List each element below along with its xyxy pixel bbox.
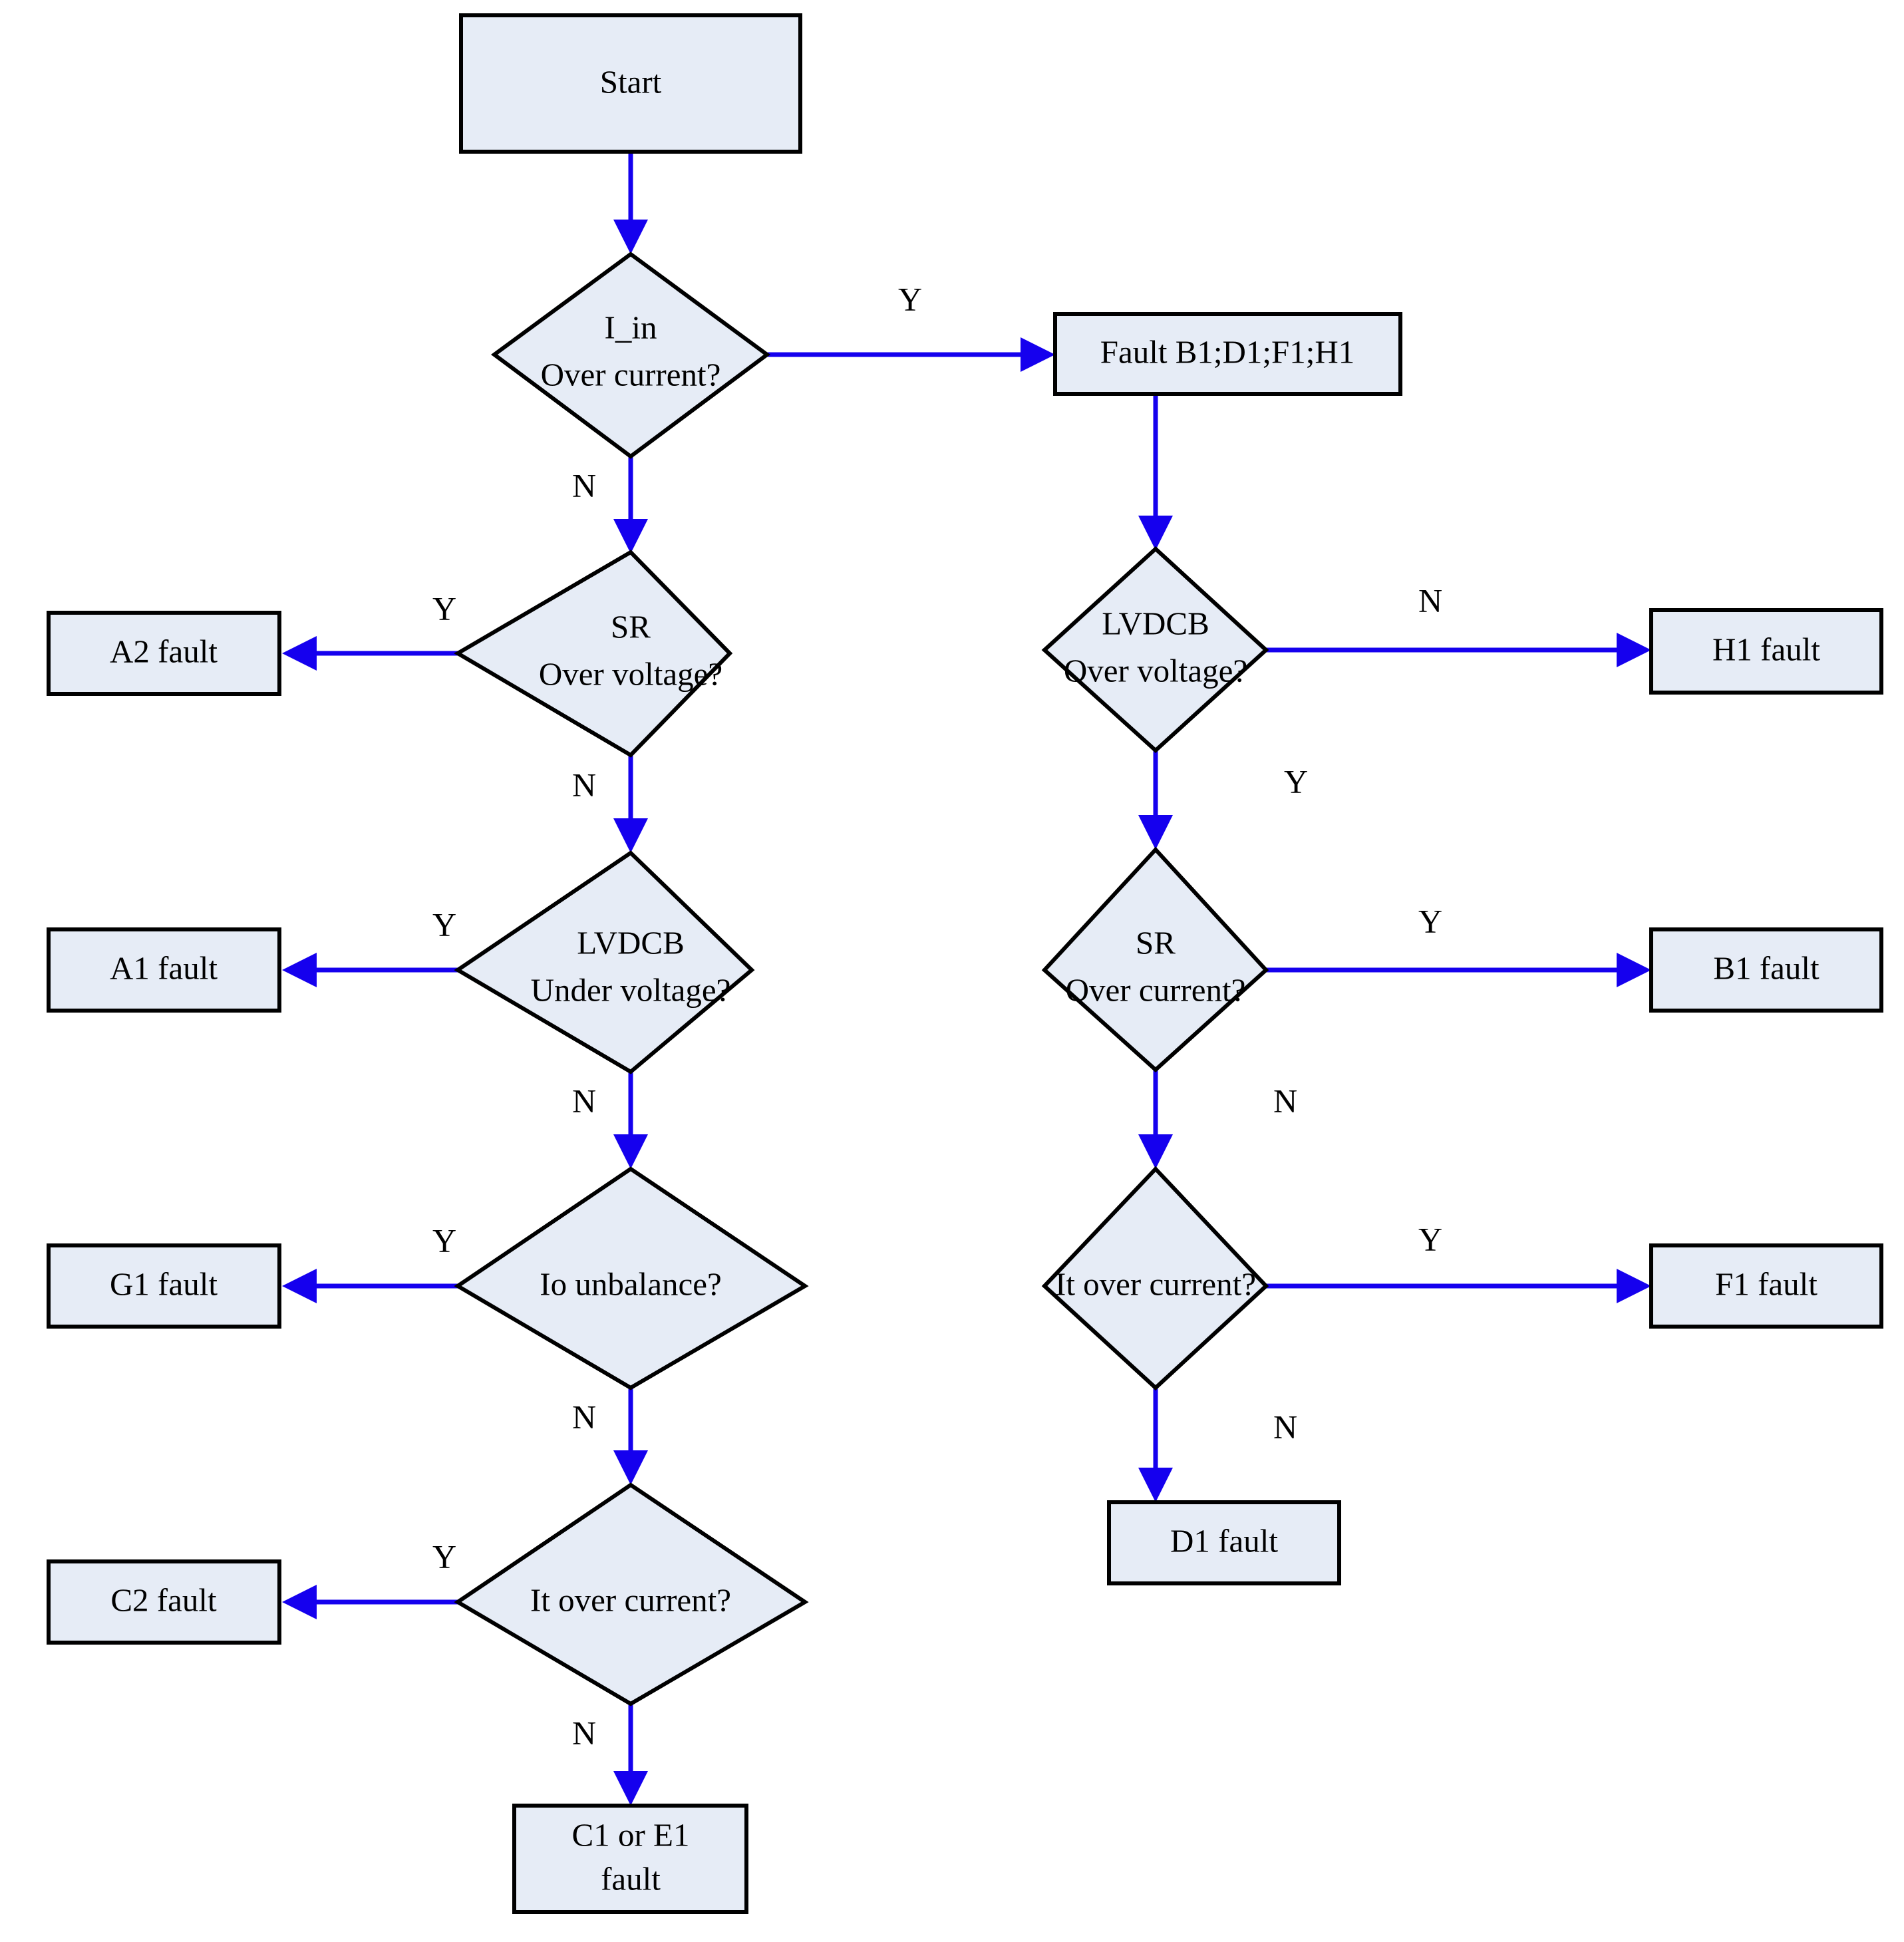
edge-itocleft-to-c2: Y [282,1537,458,1619]
node-c1e1-label-line2: fault [601,1860,661,1897]
edge-label-itocright-y: Y [1418,1220,1442,1257]
node-io-unbalance-label: Io unbalance? [540,1265,721,1302]
edge-faultmulti-to-lvdcbov [1138,394,1173,550]
node-lvdcb-ov-label-line2: Over voltage? [1064,652,1247,689]
edge-lvdcbuv-to-iounb: N [572,1072,648,1169]
node-it-oc-right-label: It over current? [1055,1265,1256,1302]
edge-label-lvdcbuv-y: Y [432,905,456,943]
edge-iounb-to-itocleft: N [572,1388,648,1485]
node-iin-label-line2: Over current? [541,356,721,393]
edge-label-lvdcbov-n: N [1418,581,1442,619]
edge-sroc-to-b1: Y [1266,902,1651,987]
node-it-oc-left-label: It over current? [530,1581,731,1618]
node-lvdcb-over-voltage[interactable]: LVDCB Over voltage? [1041,546,1269,754]
node-iin-label-line1: I_in [605,309,657,345]
node-io-unbalance[interactable]: Io unbalance? [454,1166,809,1390]
node-sr-ov-label-line1: SR [611,608,651,645]
node-sr-oc-label-line2: Over current? [1066,971,1246,1008]
node-a2-fault[interactable]: A2 fault [47,611,281,696]
edge-iin-to-srov: N [572,456,648,554]
edge-label-itocleft-y: Y [432,1537,456,1575]
edge-label-lvdcbov-y: Y [1284,762,1308,800]
node-b1-fault-label: B1 fault [1713,949,1820,986]
node-lvdcb-ov-label-line1: LVDCB [1102,605,1209,641]
edge-srov-to-a2: Y [282,589,458,671]
node-fault-multi[interactable]: Fault B1;D1;F1;H1 [1053,312,1402,396]
edge-lvdcbov-to-sroc: Y [1138,750,1308,850]
node-a1-fault-label: A1 fault [110,949,218,986]
edge-iounb-to-g1: Y [282,1221,458,1303]
node-d1-fault[interactable]: D1 fault [1107,1500,1341,1585]
node-b1-fault[interactable]: B1 fault [1649,927,1883,1013]
node-c1-or-e1-fault[interactable]: C1 or E1 fault [512,1804,748,1914]
node-iin-over-current[interactable]: I_in Over current? [490,251,771,459]
edge-itocright-to-f1: Y [1266,1220,1651,1303]
node-g1-fault-label: G1 fault [110,1265,218,1302]
node-f1-fault-label: F1 fault [1715,1265,1818,1302]
edge-label-iounb-n: N [572,1398,596,1435]
edge-label-iin-n: N [572,466,596,504]
edge-label-lvdcbuv-n: N [572,1082,596,1119]
edge-label-srov-y: Y [432,589,456,627]
edge-lvdcbuv-to-a1: Y [282,905,458,987]
edge-label-srov-n: N [572,766,596,803]
node-d1-fault-label: D1 fault [1170,1522,1278,1559]
edge-label-itocright-n: N [1273,1408,1297,1445]
node-lvdcb-uv-label-line1: LVDCB [577,924,685,961]
node-c1e1-label-line1: C1 or E1 [572,1816,690,1853]
node-lvdcb-under-voltage[interactable]: LVDCB Under voltage? [454,850,755,1074]
edge-start-to-iin [613,152,648,254]
node-g1-fault[interactable]: G1 fault [47,1243,281,1329]
node-c2-fault-label: C2 fault [110,1581,217,1618]
edge-iin-to-faultmulti: Y [767,280,1055,372]
edge-label-sroc-n: N [1273,1082,1297,1119]
node-start[interactable]: Start [459,13,802,154]
node-a1-fault[interactable]: A1 fault [47,927,281,1013]
node-c2-fault[interactable]: C2 fault [47,1559,281,1645]
edge-sroc-to-itocright: N [1138,1070,1297,1169]
node-it-over-current-left[interactable]: It over current? [454,1482,809,1706]
edge-label-iounb-y: Y [432,1221,456,1259]
node-fault-multi-label: Fault B1;D1;F1;H1 [1100,333,1355,370]
edge-itocleft-to-c1e1: N [572,1704,648,1806]
node-h1-fault-label: H1 fault [1712,631,1820,667]
node-f1-fault[interactable]: F1 fault [1649,1243,1883,1329]
node-h1-fault[interactable]: H1 fault [1649,608,1883,695]
edge-srov-to-lvdcbuv: N [572,755,648,853]
edge-label-sroc-y: Y [1418,902,1442,939]
node-sr-ov-label-line2: Over voltage? [539,655,722,692]
edge-label-iin-y: Y [898,280,922,317]
node-lvdcb-uv-label-line2: Under voltage? [531,971,731,1008]
node-a2-fault-label: A2 fault [110,633,218,669]
edge-label-itocleft-n: N [572,1714,596,1751]
node-it-over-current-right[interactable]: It over current? [1041,1166,1269,1391]
node-sr-oc-label-line1: SR [1136,924,1176,961]
node-start-label: Start [600,63,662,100]
node-sr-over-current[interactable]: SR Over current? [1041,846,1269,1073]
edge-itocright-to-d1: N [1138,1388,1297,1502]
node-sr-over-voltage[interactable]: SR Over voltage? [454,550,733,758]
edge-lvdcbov-to-h1: N [1266,581,1651,667]
